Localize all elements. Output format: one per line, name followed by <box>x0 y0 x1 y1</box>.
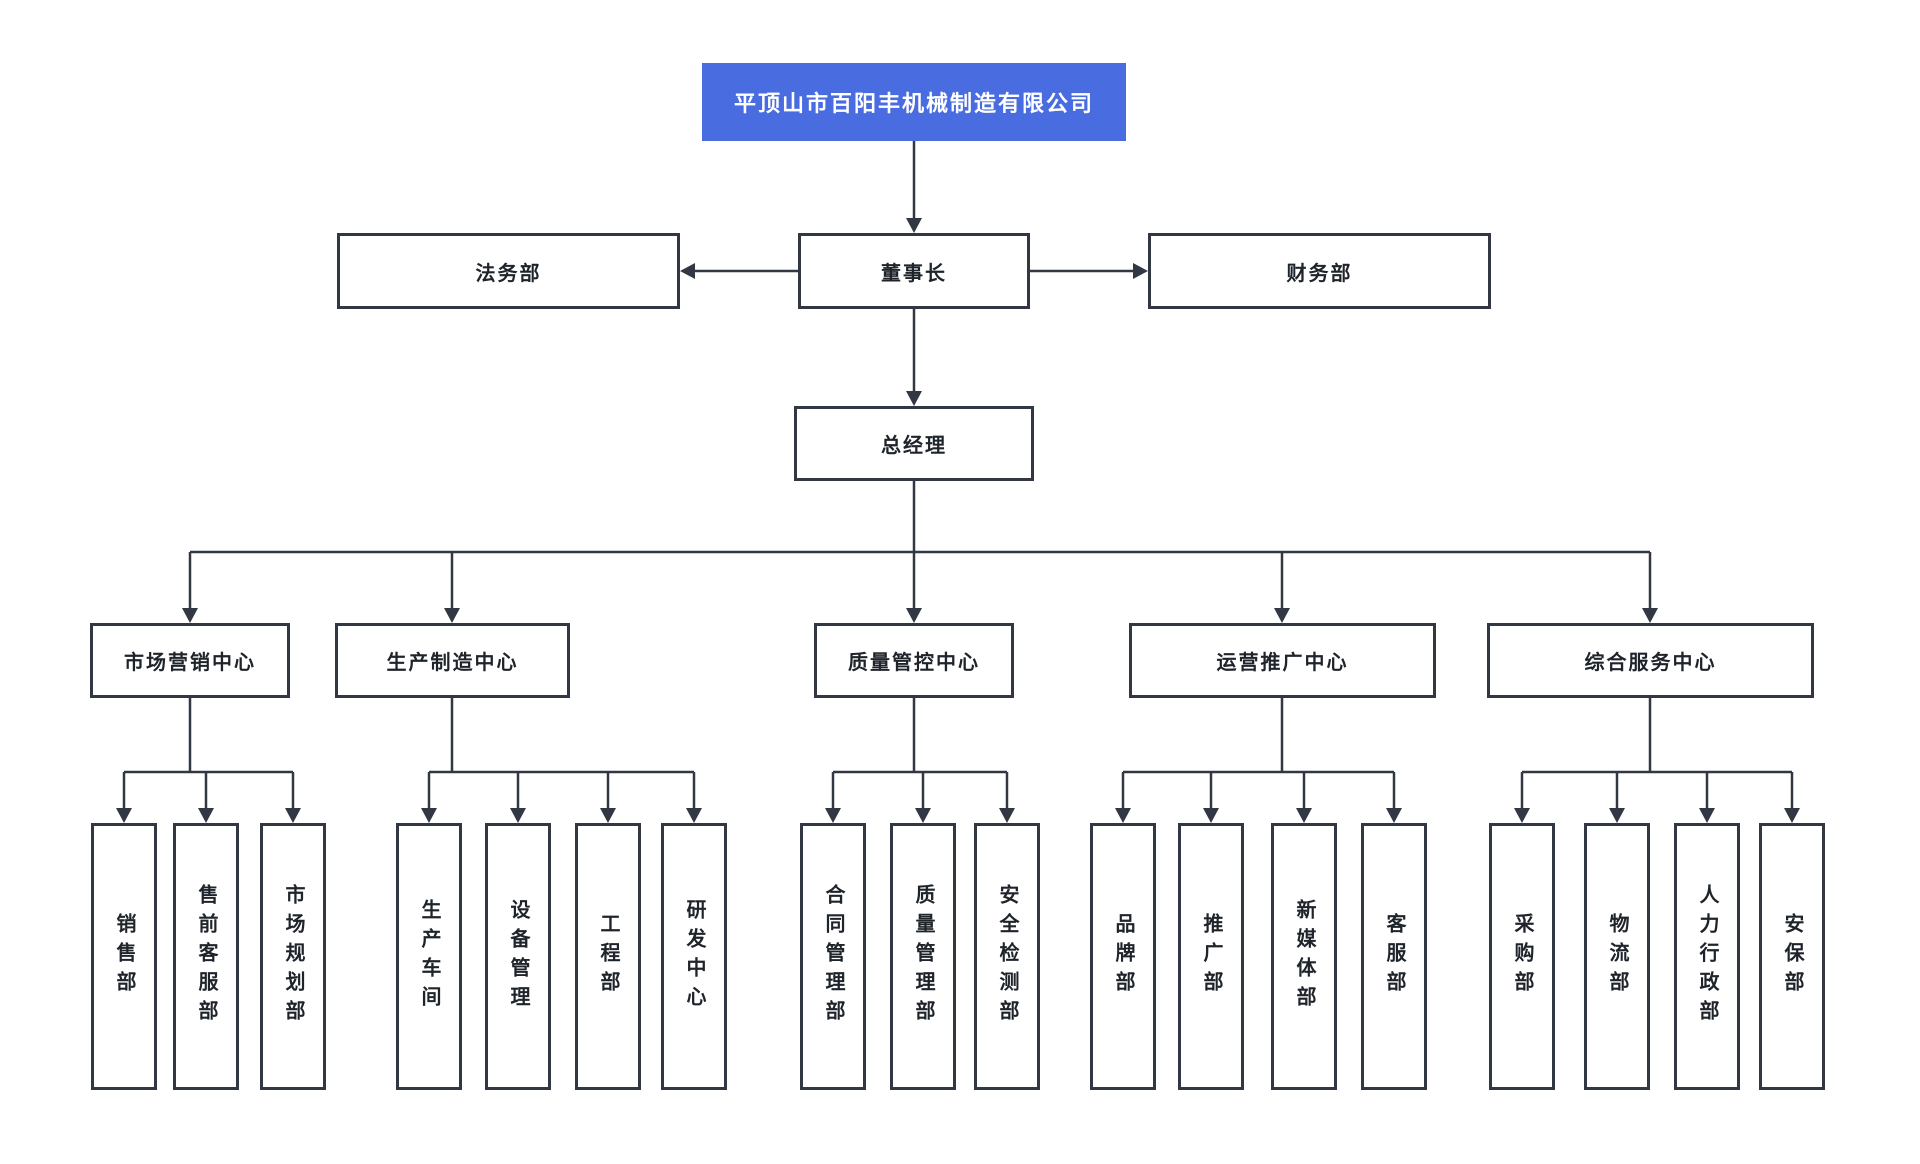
center-box-quality: 质量管控中心 <box>814 623 1014 698</box>
dept-label: 采购部 <box>1511 913 1533 1000</box>
dept-label: 设备管理 <box>507 898 529 1015</box>
connector-marketing-children <box>116 698 301 823</box>
box-chairman: 董事长 <box>798 233 1030 309</box>
dept-label: 安保部 <box>1781 913 1803 1000</box>
arrow-root-to-chairman <box>906 141 922 233</box>
dept-box-equipment-management: 设备管理 <box>485 823 551 1090</box>
box-legal-dept: 法务部 <box>337 233 680 309</box>
dept-label: 工程部 <box>597 913 619 1000</box>
dept-box-contract-management: 合同管理部 <box>800 823 866 1090</box>
dept-box-brand: 品牌部 <box>1090 823 1156 1090</box>
dept-box-market-planning: 市场规划部 <box>260 823 326 1090</box>
dept-label: 推广部 <box>1200 913 1222 1000</box>
dept-box-safety-inspection: 安全检测部 <box>974 823 1040 1090</box>
dept-box-presales-service: 售前客服部 <box>173 823 239 1090</box>
dept-box-sales: 销售部 <box>91 823 157 1090</box>
dept-box-hr-admin: 人力行政部 <box>1674 823 1740 1090</box>
connector-services-children <box>1514 698 1800 823</box>
arrow-chairman-to-gm <box>906 309 922 406</box>
dept-box-new-media: 新媒体部 <box>1271 823 1337 1090</box>
box-general-manager: 总经理 <box>794 406 1034 481</box>
org-root-box: 平顶山市百阳丰机械制造有限公司 <box>702 63 1126 141</box>
center-box-production: 生产制造中心 <box>335 623 570 698</box>
arrow-chairman-to-legal <box>680 263 798 279</box>
dept-box-engineering: 工程部 <box>575 823 641 1090</box>
dept-box-customer-service: 客服部 <box>1361 823 1427 1090</box>
connector-production-children <box>421 698 702 823</box>
arrow-chairman-to-finance <box>1030 263 1148 279</box>
dept-label: 品牌部 <box>1112 913 1134 1000</box>
dept-box-procurement: 采购部 <box>1489 823 1555 1090</box>
dept-label: 研发中心 <box>683 898 705 1015</box>
dept-label: 市场规划部 <box>282 884 304 1029</box>
dept-label: 合同管理部 <box>822 884 844 1029</box>
dept-box-promotion: 推广部 <box>1178 823 1244 1090</box>
center-box-marketing: 市场营销中心 <box>90 623 290 698</box>
dept-label: 生产车间 <box>418 898 440 1015</box>
box-finance-dept: 财务部 <box>1148 233 1491 309</box>
dept-label: 安全检测部 <box>996 884 1018 1029</box>
dept-label: 客服部 <box>1383 913 1405 1000</box>
center-box-services: 综合服务中心 <box>1487 623 1814 698</box>
dept-label: 售前客服部 <box>195 884 217 1029</box>
dept-box-production-workshop: 生产车间 <box>396 823 462 1090</box>
connector-operations-children <box>1115 698 1402 823</box>
dept-box-rnd-center: 研发中心 <box>661 823 727 1090</box>
connector-quality-children <box>825 698 1015 823</box>
connector-gm-to-centers <box>182 481 1658 623</box>
dept-box-security: 安保部 <box>1759 823 1825 1090</box>
dept-label: 物流部 <box>1606 913 1628 1000</box>
dept-label: 销售部 <box>113 913 135 1000</box>
dept-label: 人力行政部 <box>1696 884 1718 1029</box>
dept-box-quality-management: 质量管理部 <box>890 823 956 1090</box>
center-box-operations: 运营推广中心 <box>1129 623 1436 698</box>
dept-label: 质量管理部 <box>912 884 934 1029</box>
dept-box-logistics: 物流部 <box>1584 823 1650 1090</box>
dept-label: 新媒体部 <box>1293 898 1315 1015</box>
